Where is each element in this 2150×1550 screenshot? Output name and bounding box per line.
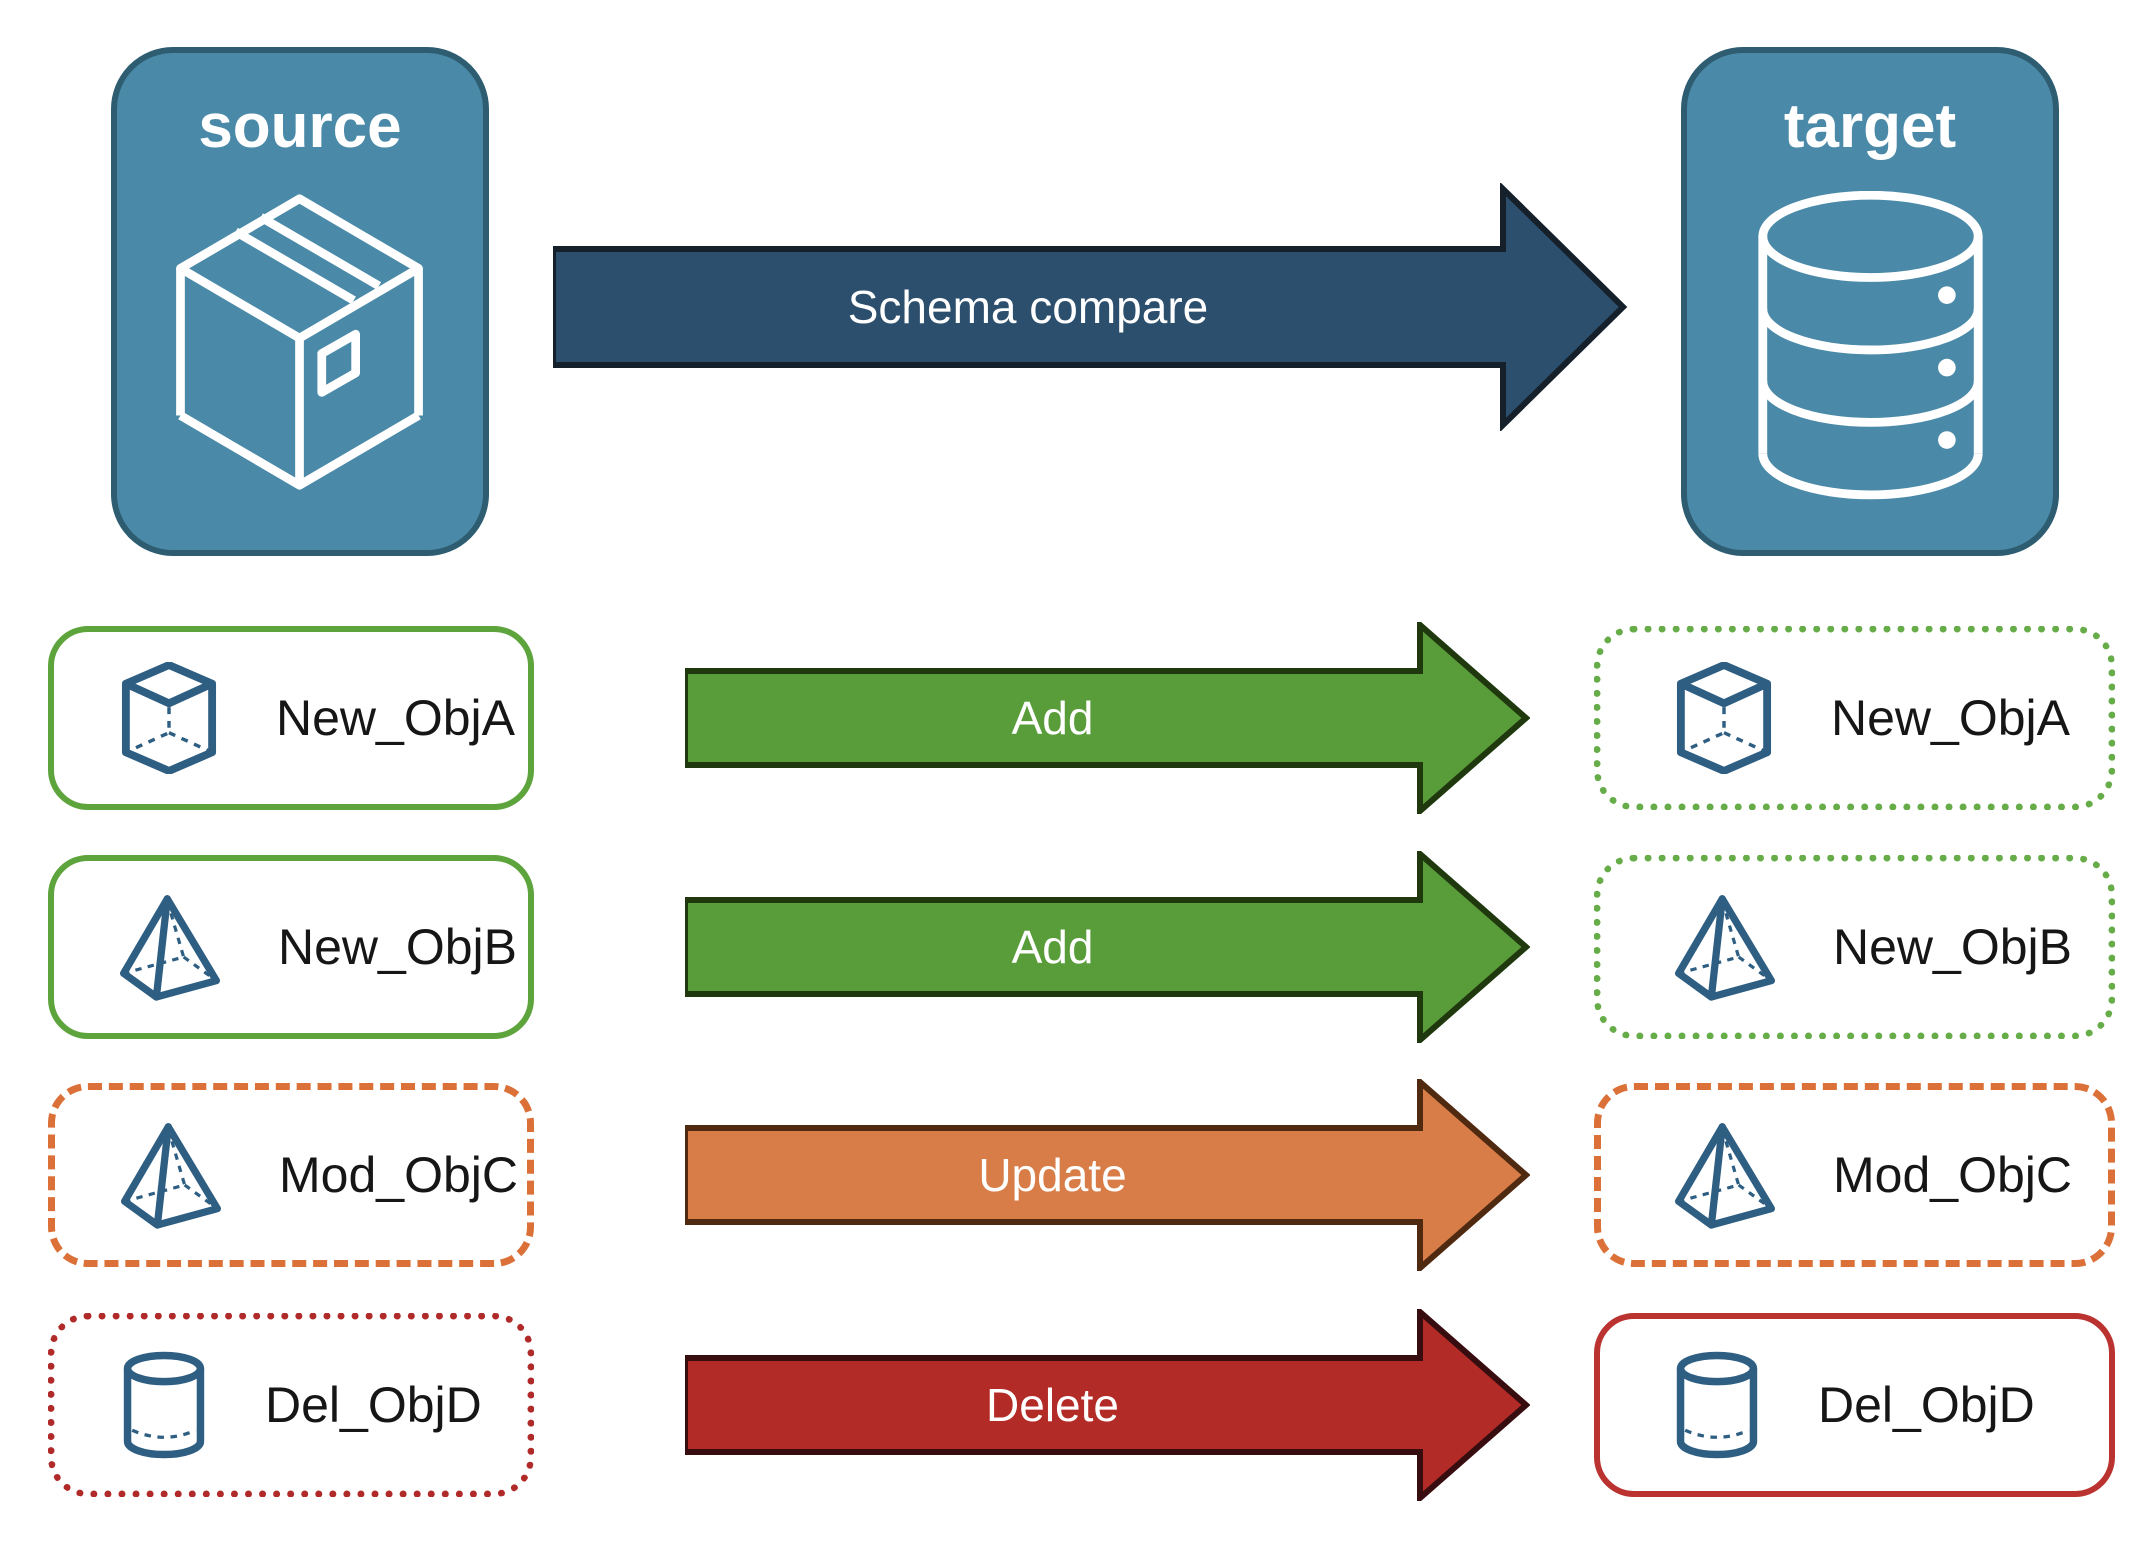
source-panel-label: source: [198, 92, 402, 161]
object-label: Del_ObjD: [265, 1377, 482, 1433]
source-object-mod-objc: Mod_ObjC: [48, 1083, 534, 1267]
delete-arrow: [685, 1309, 1530, 1501]
object-label: New_ObjA: [1831, 690, 2070, 746]
schema-compare-arrow-label: Schema compare: [847, 281, 1209, 333]
object-label: New_ObjB: [278, 919, 517, 975]
update-arrow: [685, 1079, 1530, 1271]
arrow-label: Update: [978, 1149, 1127, 1201]
cube-icon: [121, 662, 217, 774]
arrow-label: Add: [1011, 921, 1094, 973]
cube-icon: [1676, 662, 1772, 774]
add-arrow-1: [685, 622, 1530, 814]
database-icon: [1757, 191, 1983, 500]
cylinder-icon: [123, 1351, 205, 1459]
object-label: Del_ObjD: [1818, 1377, 2035, 1433]
object-label: New_ObjB: [1833, 919, 2072, 975]
object-label: Mod_ObjC: [279, 1147, 518, 1203]
pyramid-icon: [1675, 1123, 1775, 1229]
pyramid-icon: [121, 1123, 221, 1229]
object-label: New_ObjA: [276, 690, 515, 746]
target-panel-label: target: [1783, 92, 1957, 161]
target-object-del-objd: Del_ObjD: [1594, 1313, 2115, 1497]
target-object-new-objb: New_ObjB: [1594, 855, 2115, 1039]
arrow-label: Delete: [986, 1379, 1119, 1431]
arrow-label: Add: [1011, 692, 1094, 744]
cylinder-icon: [1676, 1351, 1758, 1459]
package-icon: [176, 194, 423, 490]
source-object-new-obja: New_ObjA: [48, 626, 534, 810]
add-arrow-2: [685, 851, 1530, 1043]
source-panel: source: [111, 47, 489, 556]
object-label: Mod_ObjC: [1833, 1147, 2072, 1203]
target-object-mod-objc: Mod_ObjC: [1594, 1083, 2115, 1267]
target-object-new-obja: New_ObjA: [1594, 626, 2115, 810]
schema-compare-arrow: [553, 183, 1628, 431]
source-object-del-objd: Del_ObjD: [48, 1313, 534, 1497]
source-object-new-objb: New_ObjB: [48, 855, 534, 1039]
target-panel: target: [1681, 47, 2059, 556]
pyramid-icon: [120, 895, 220, 1001]
pyramid-icon: [1675, 895, 1775, 1001]
